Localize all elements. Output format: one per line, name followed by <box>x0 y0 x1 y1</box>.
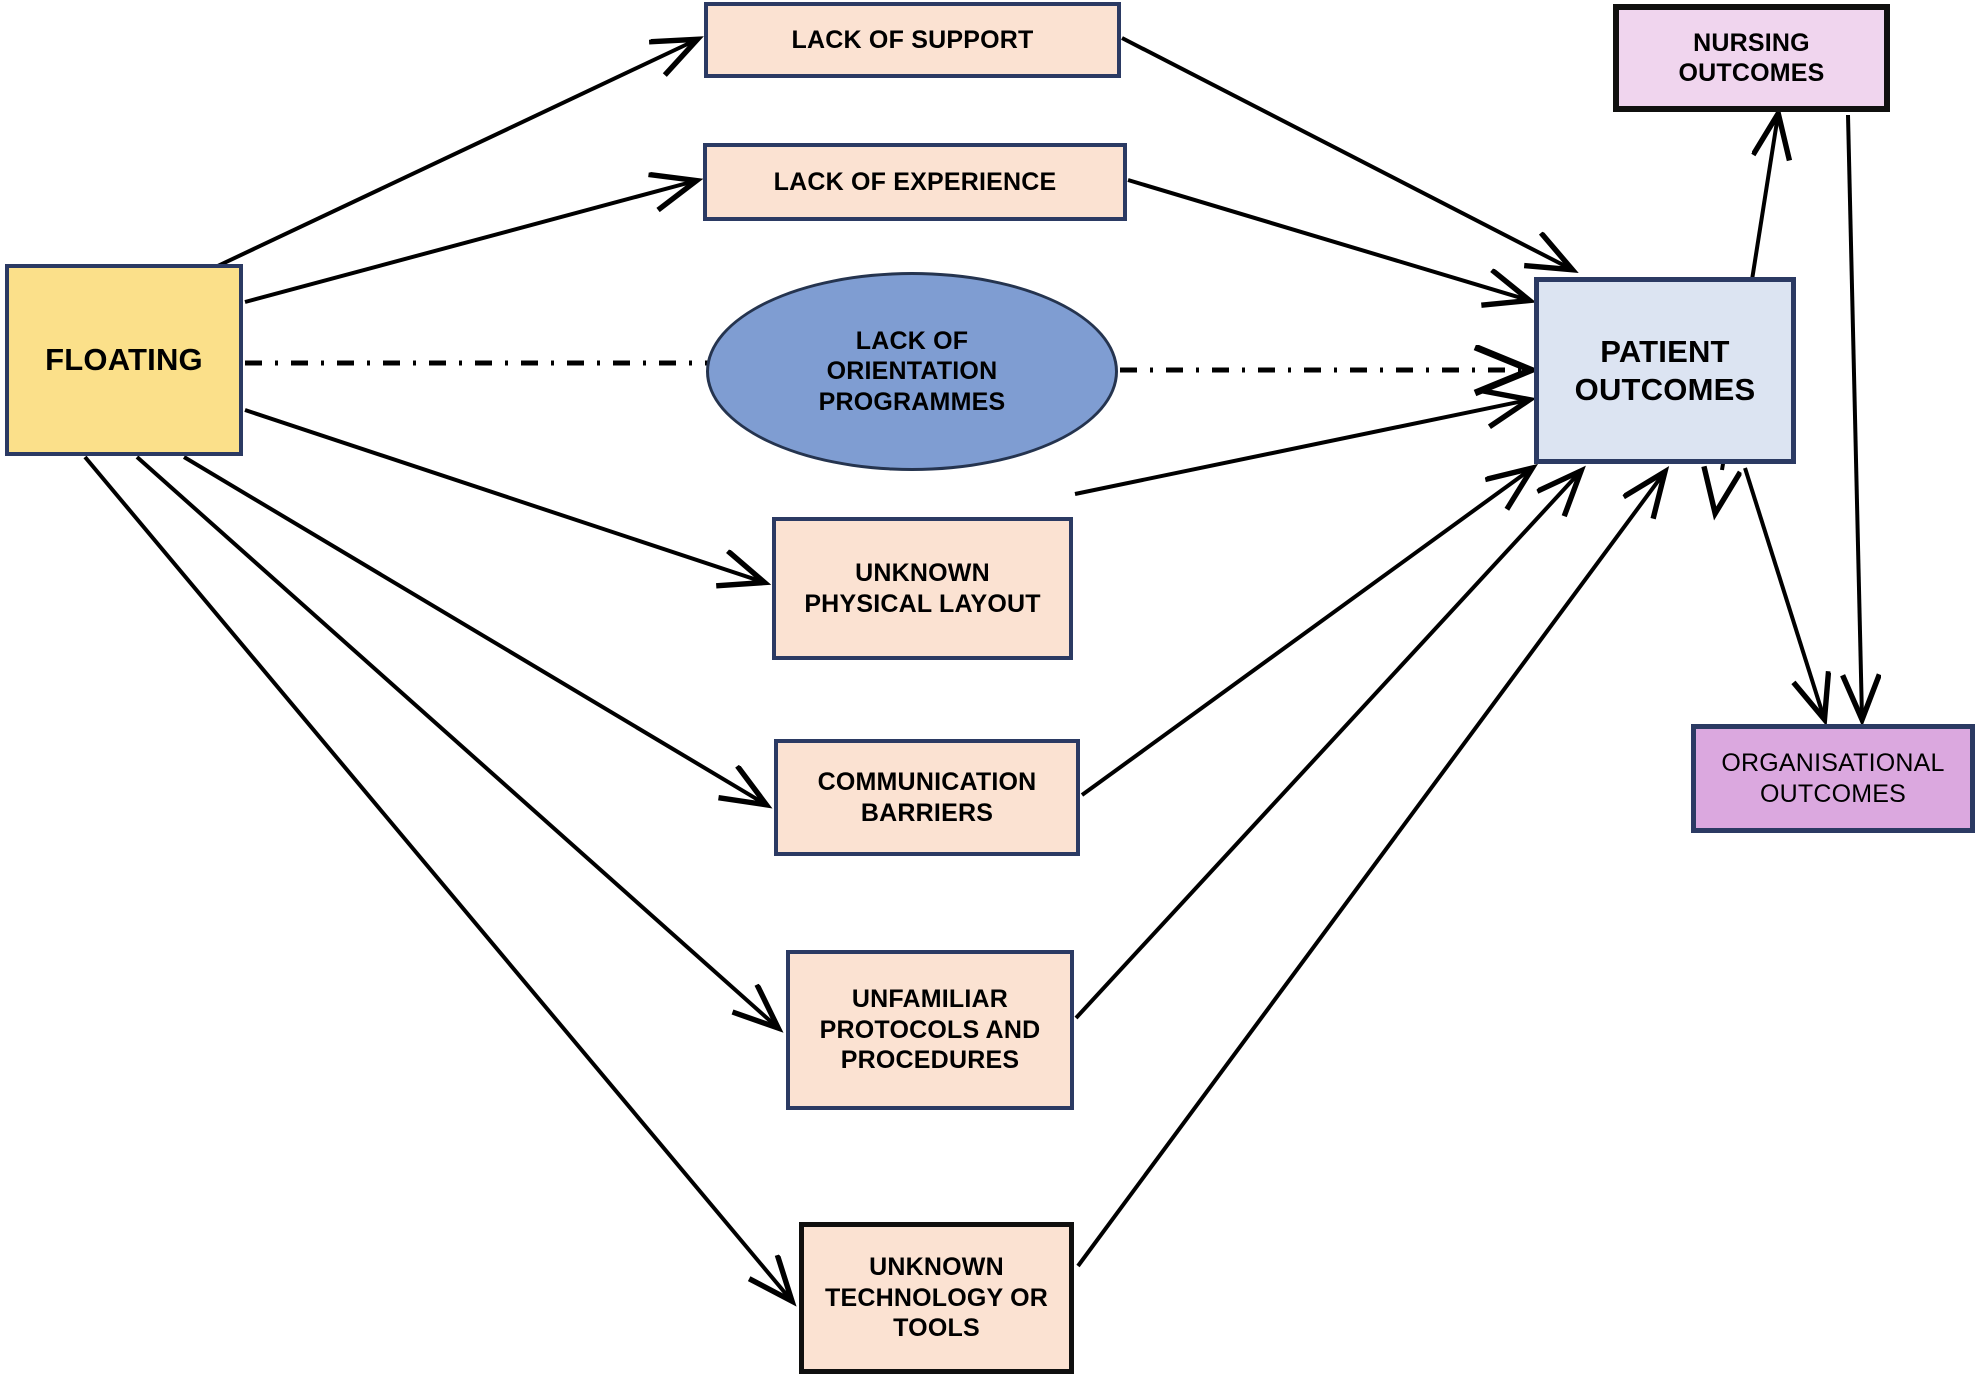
node-lack-of-experience-label: LACK OF EXPERIENCE <box>773 167 1057 196</box>
edge-floating-to-unfamiliar-protocols <box>135 455 777 1027</box>
edge-unfamiliar-protocols-to-patient-outcomes <box>1074 472 1580 1020</box>
node-floating[interactable]: FLOATING <box>5 264 243 456</box>
edge-communication-barriers-to-patient-outcomes <box>1080 469 1531 797</box>
edge-patient-outcomes-to-organisational-outcomes <box>1743 467 1824 718</box>
node-floating-label: FLOATING <box>45 342 203 378</box>
edge-floating-to-lack-of-support <box>204 40 696 274</box>
edge-lack-of-experience-to-patient-outcomes <box>1127 178 1528 300</box>
edge-floating-to-unknown-technology <box>83 455 791 1300</box>
edges <box>83 36 1862 1300</box>
node-lack-of-support[interactable]: LACK OF SUPPORT <box>704 2 1121 78</box>
edge-unknown-technology-to-patient-outcomes <box>1076 473 1664 1268</box>
edge-floating-to-unknown-physical-layout <box>244 408 763 582</box>
node-lack-of-support-label: LACK OF SUPPORT <box>791 25 1034 54</box>
edge-lack-of-support-to-patient-outcomes <box>1121 36 1571 269</box>
edge-floating-to-communication-barriers <box>182 455 765 804</box>
node-lack-of-experience[interactable]: LACK OF EXPERIENCE <box>703 143 1127 221</box>
edge-unknown-physical-layout-to-patient-outcomes <box>1074 400 1528 496</box>
edge-floating-to-lack-of-experience <box>244 181 695 304</box>
edge-nursing-outcomes-to-organisational-outcomes <box>1848 114 1862 718</box>
